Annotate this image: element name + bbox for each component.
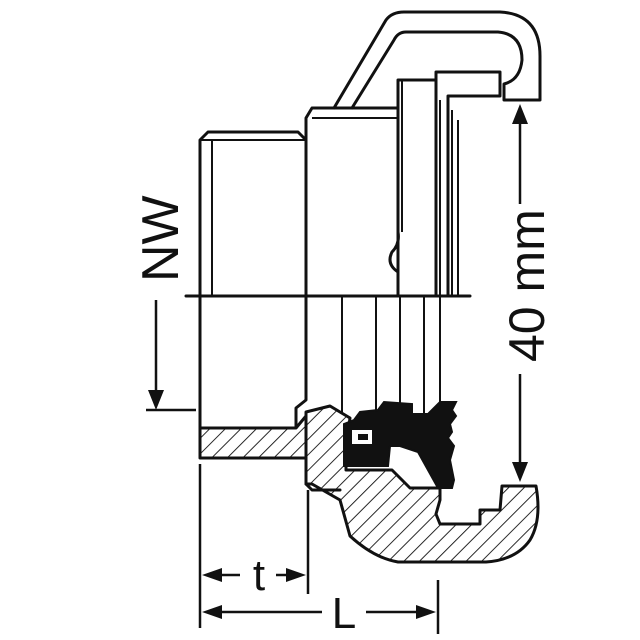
bore-outline	[198, 294, 308, 430]
seal-section	[343, 400, 458, 489]
lower-jaw-outline	[304, 456, 342, 492]
locking-ring	[388, 78, 438, 298]
coupling-body-section	[304, 404, 540, 564]
locking-handle	[332, 10, 542, 110]
section-view	[198, 294, 540, 564]
dimension-l: L	[202, 580, 440, 638]
t-arrow-left	[202, 568, 222, 582]
l-arrow-left	[202, 605, 222, 619]
l-arrow-right	[416, 605, 436, 619]
dimension-40mm: 40 mm	[499, 104, 555, 482]
dim40-label: 40 mm	[499, 209, 555, 362]
pipe-thread-body	[198, 130, 308, 298]
dim40-arrow-bottom	[512, 462, 528, 482]
nw-arrowhead	[148, 390, 164, 410]
dimension-t: t	[198, 464, 310, 628]
dimension-nw: NW	[132, 195, 196, 412]
pipe-wall-section	[198, 414, 308, 460]
clamp-jaw	[434, 70, 502, 298]
external-view	[198, 10, 542, 298]
nw-label: NW	[132, 195, 190, 282]
coupling-body	[304, 106, 400, 298]
seal-groove-inner	[358, 434, 368, 440]
t-label: t	[253, 551, 265, 600]
dim40-arrow-top	[512, 104, 528, 124]
t-arrow-right	[286, 568, 306, 582]
l-label: L	[332, 589, 356, 638]
